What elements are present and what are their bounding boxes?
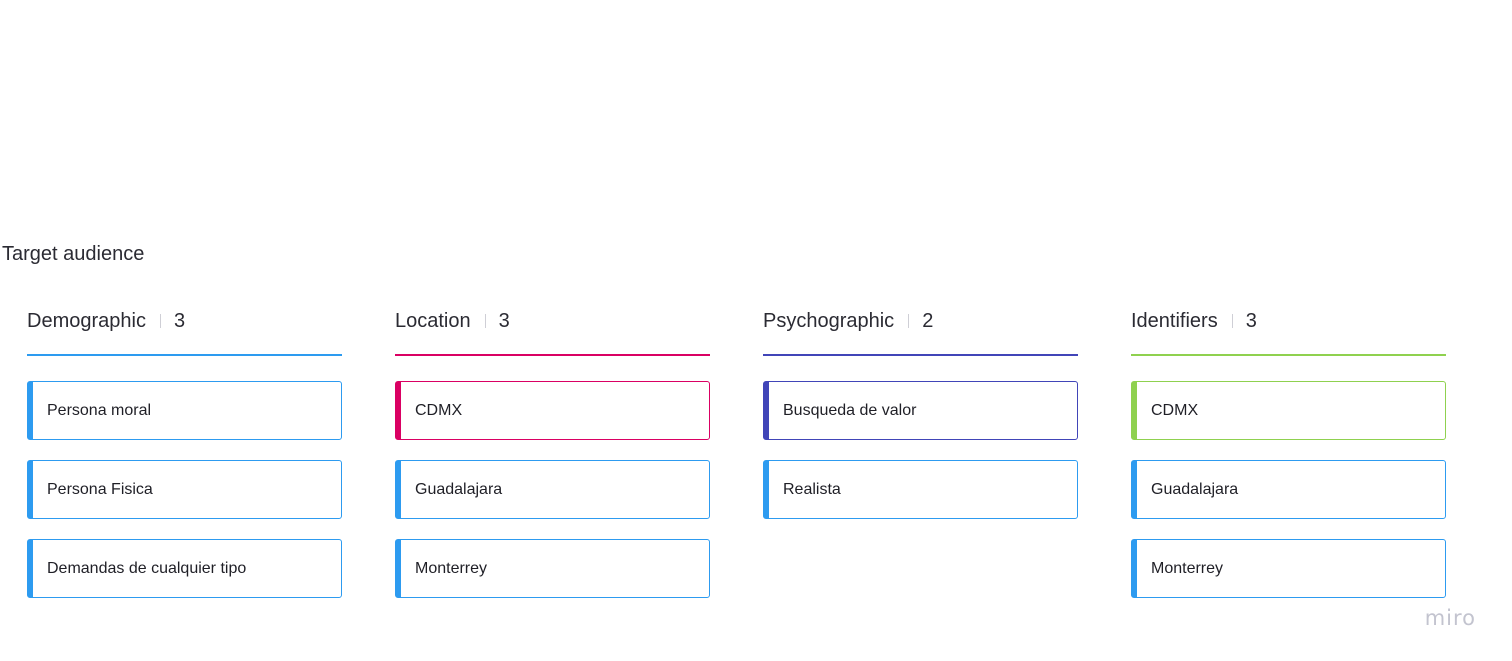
column-count: 3 <box>173 310 186 332</box>
column-underline <box>1131 354 1446 356</box>
column-underline <box>27 354 342 356</box>
column-title: Identifiers <box>1131 310 1218 332</box>
card[interactable]: Monterrey <box>395 539 710 598</box>
card[interactable]: Guadalajara <box>1131 460 1446 519</box>
board-title: Target audience <box>2 243 145 265</box>
column-header[interactable]: Psychographic 2 <box>763 307 1078 335</box>
column-separator <box>159 314 161 328</box>
card[interactable]: Realista <box>763 460 1078 519</box>
card-list: CDMX Guadalajara Monterrey <box>395 381 710 618</box>
column-header[interactable]: Location 3 <box>395 307 710 335</box>
column-identifiers: Identifiers 3 CDMX Guadalajara Monterrey <box>1131 307 1446 598</box>
column-header[interactable]: Identifiers 3 <box>1131 307 1446 335</box>
column-title: Location <box>395 310 471 332</box>
card[interactable]: CDMX <box>1131 381 1446 440</box>
card-label: Monterrey <box>415 559 488 577</box>
column-title: Demographic <box>27 310 146 332</box>
card-label: Busqueda de valor <box>783 401 917 419</box>
column-separator <box>908 314 910 328</box>
card[interactable]: CDMX <box>395 381 710 440</box>
column-underline <box>763 354 1078 356</box>
card-label: CDMX <box>1151 401 1199 419</box>
column-count: 3 <box>498 310 510 332</box>
column-separator <box>1231 314 1233 328</box>
card-list: Persona moral Persona Fisica Demandas de… <box>27 381 342 618</box>
card-label: Persona moral <box>47 401 152 419</box>
card-label: Demandas de cualquier tipo <box>47 559 247 577</box>
column-underline <box>395 354 710 356</box>
card-label: Monterrey <box>1151 559 1224 577</box>
card[interactable]: Persona Fisica <box>27 460 342 519</box>
card-list: Busqueda de valor Realista <box>763 381 1078 539</box>
column-count: 2 <box>922 310 934 332</box>
card[interactable]: Monterrey <box>1131 539 1446 598</box>
column-location: Location 3 CDMX Guadalajara Monterrey <box>395 307 710 598</box>
column-demographic: Demographic 3 Persona moral Persona Fisi… <box>27 307 342 598</box>
card[interactable]: Demandas de cualquier tipo <box>27 539 342 598</box>
card[interactable]: Guadalajara <box>395 460 710 519</box>
column-separator <box>484 314 486 328</box>
column-count: 3 <box>1245 310 1257 332</box>
card-list: CDMX Guadalajara Monterrey <box>1131 381 1446 618</box>
card-label: Guadalajara <box>415 480 503 498</box>
column-psychographic: Psychographic 2 Busqueda de valor Realis… <box>763 307 1078 519</box>
card-label: CDMX <box>415 401 463 419</box>
column-header[interactable]: Demographic 3 <box>27 307 342 335</box>
miro-logo: miro <box>1424 606 1476 630</box>
column-title: Psychographic <box>763 310 895 332</box>
card-label: Guadalajara <box>1151 480 1239 498</box>
card[interactable]: Persona moral <box>27 381 342 440</box>
card-label: Realista <box>783 480 841 498</box>
card-label: Persona Fisica <box>47 480 153 498</box>
card[interactable]: Busqueda de valor <box>763 381 1078 440</box>
